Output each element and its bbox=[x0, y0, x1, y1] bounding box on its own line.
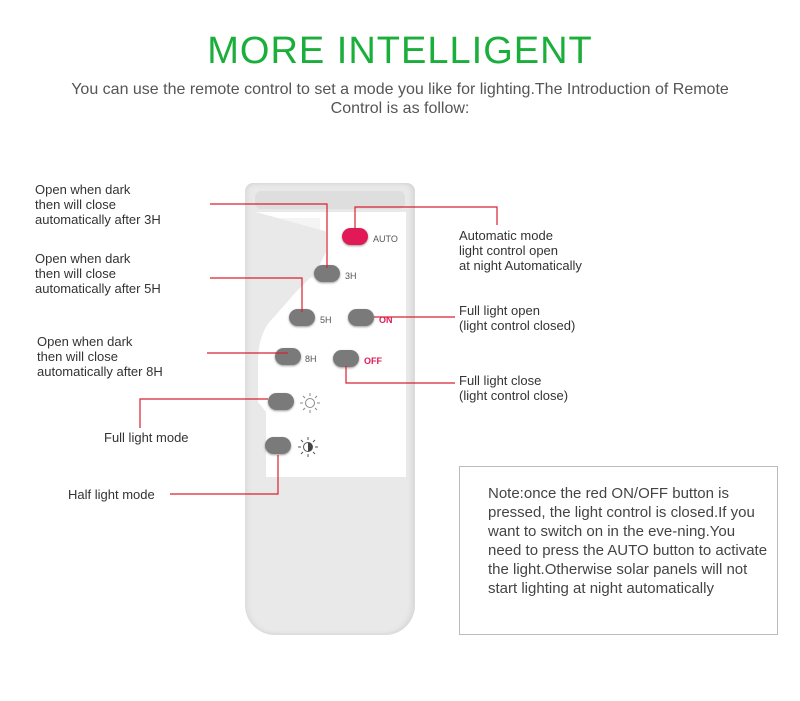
annotation-full-light-open: Full light open (light control closed) bbox=[459, 303, 576, 333]
button-panel bbox=[256, 212, 406, 477]
callout-full-light bbox=[139, 398, 268, 428]
on-button-label: ON bbox=[379, 315, 393, 325]
half-light-button[interactable] bbox=[265, 437, 291, 454]
8h-button-label: 8H bbox=[305, 354, 317, 364]
annotation-8h: Open when dark then will close automatic… bbox=[37, 334, 163, 379]
half-sun-icon bbox=[298, 437, 318, 457]
annotation-full-light-close: Full light close (light control close) bbox=[459, 373, 569, 403]
full-light-button[interactable] bbox=[268, 393, 294, 410]
callout-half-light bbox=[170, 455, 279, 495]
callout-5h bbox=[210, 277, 303, 312]
5h-button[interactable] bbox=[289, 309, 315, 326]
annotation-3h: Open when dark then will close automatic… bbox=[35, 182, 161, 227]
auto-button[interactable] bbox=[342, 228, 368, 245]
3h-button[interactable] bbox=[314, 265, 340, 282]
callout-auto bbox=[354, 206, 498, 230]
off-button[interactable] bbox=[333, 350, 359, 367]
annotation-half-light-mode: Half light mode bbox=[68, 487, 155, 502]
annotation-auto-mode: Automatic mode light control open at nig… bbox=[459, 228, 582, 273]
callout-3h bbox=[210, 203, 328, 268]
callout-off bbox=[345, 366, 455, 384]
sun-icon bbox=[300, 393, 320, 413]
note-box bbox=[459, 466, 778, 635]
page-title: MORE INTELLIGENT bbox=[207, 30, 593, 72]
8h-button[interactable] bbox=[275, 348, 301, 365]
auto-button-label: AUTO bbox=[373, 234, 398, 244]
note-text: Note:once the red ON/OFF button is press… bbox=[488, 485, 768, 597]
on-button[interactable] bbox=[348, 309, 374, 326]
page-subtitle: You can use the remote control to set a … bbox=[71, 81, 729, 117]
annotation-full-light-mode: Full light mode bbox=[104, 430, 189, 445]
annotation-5h: Open when dark then will close automatic… bbox=[35, 251, 161, 296]
off-button-label: OFF bbox=[364, 356, 382, 366]
3h-button-label: 3H bbox=[345, 271, 357, 281]
5h-button-label: 5H bbox=[320, 315, 332, 325]
